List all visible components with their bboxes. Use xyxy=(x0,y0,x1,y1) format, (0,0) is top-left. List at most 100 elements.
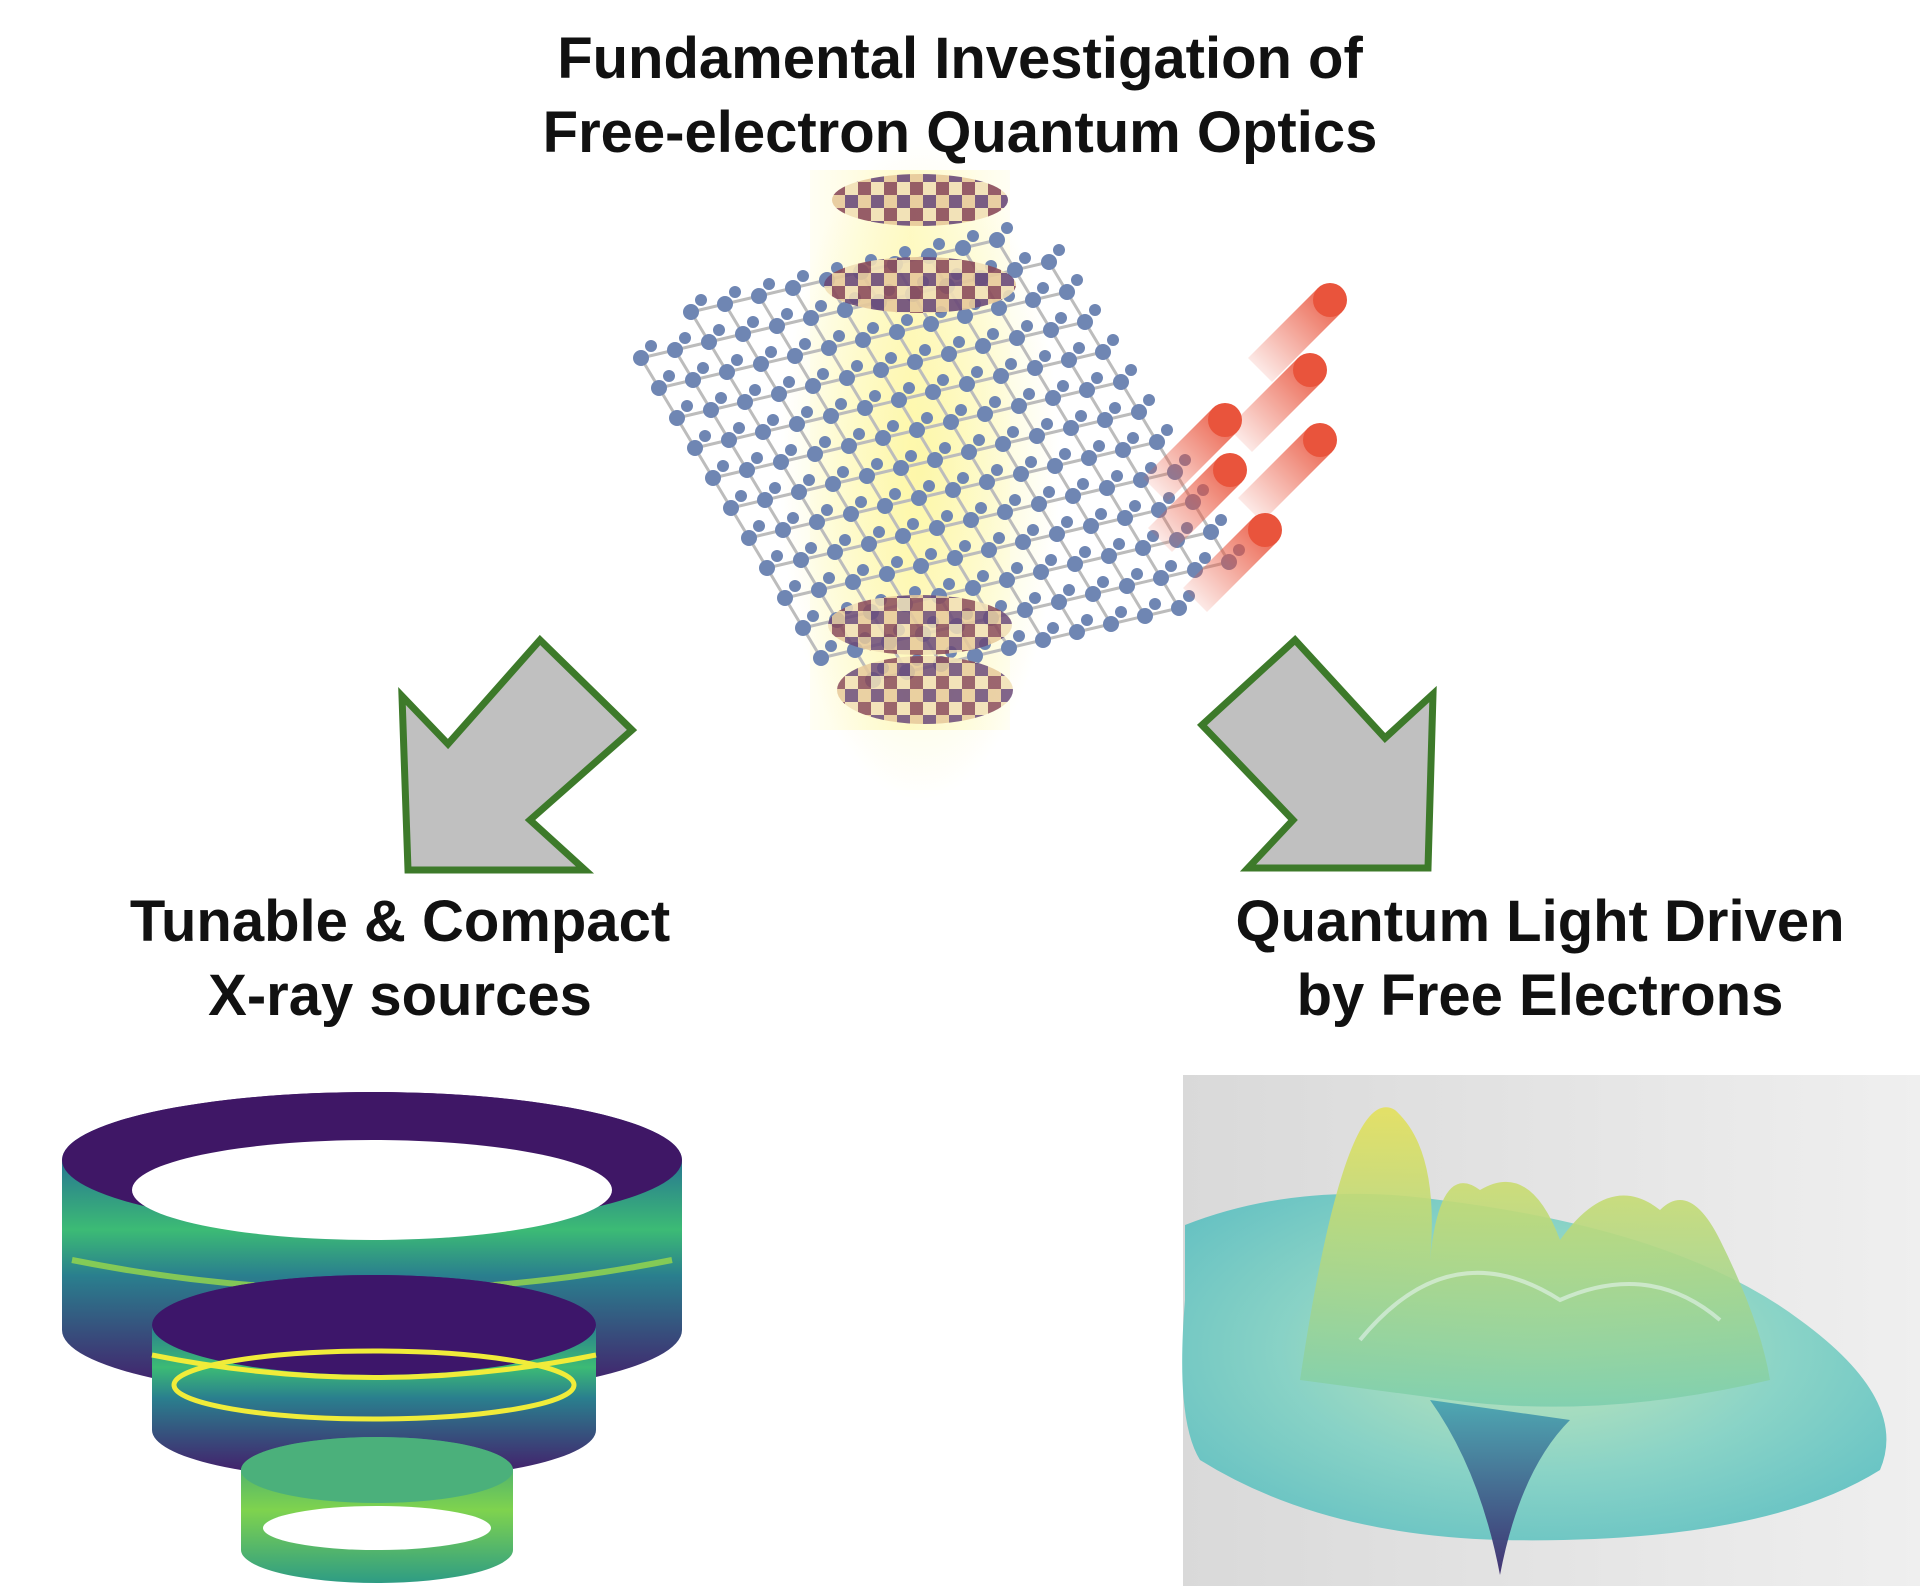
lattice-atom xyxy=(887,420,899,432)
lattice-atom xyxy=(941,510,953,522)
left-arrow xyxy=(398,634,638,874)
lattice-atom xyxy=(941,346,957,362)
lattice-atom xyxy=(995,436,1011,452)
lattice-atom xyxy=(1011,562,1023,574)
lattice-atom xyxy=(957,308,973,324)
right-arrow xyxy=(1196,635,1437,872)
lattice-atom xyxy=(839,534,851,546)
lattice-atom xyxy=(903,382,915,394)
lattice-atom xyxy=(1061,352,1077,368)
lattice-atom xyxy=(695,294,707,306)
atomic-lattice xyxy=(633,222,1245,688)
lattice-atom xyxy=(833,330,845,342)
lattice-atom xyxy=(1095,344,1111,360)
lattice-atom xyxy=(843,506,859,522)
lattice-atom xyxy=(717,296,733,312)
lattice-atom xyxy=(781,308,793,320)
lattice-atom xyxy=(1043,486,1055,498)
lattice-atom xyxy=(801,406,813,418)
lattice-atom xyxy=(899,246,911,258)
lattice-atom xyxy=(751,452,763,464)
lattice-atom xyxy=(943,414,959,430)
lattice-atom xyxy=(889,324,905,340)
lattice-atom xyxy=(1017,602,1033,618)
lattice-atom xyxy=(1081,450,1097,466)
lattice-atom xyxy=(919,344,931,356)
lattice-atom xyxy=(875,430,891,446)
lattice-atom xyxy=(803,310,819,326)
wavefunction-disk-upper xyxy=(824,257,1016,313)
electron-head xyxy=(1313,283,1347,317)
lattice-atom xyxy=(1199,552,1211,564)
main-title-line2: Free-electron Quantum Optics xyxy=(542,99,1378,165)
lattice-atom xyxy=(1099,480,1115,496)
right-branch-line1: Quantum Light Driven xyxy=(1235,889,1845,954)
electron-head xyxy=(1208,403,1242,437)
lattice-atom xyxy=(735,326,751,342)
right-branch-title: Quantum Light Driven by Free Electrons xyxy=(1170,885,1910,1032)
lattice-atom xyxy=(925,384,941,400)
lattice-atom xyxy=(1039,350,1051,362)
lattice-atom xyxy=(763,278,775,290)
lattice-atom xyxy=(1069,624,1085,640)
lattice-atom xyxy=(1203,524,1219,540)
lattice-atom xyxy=(719,364,735,380)
lattice-atom xyxy=(685,372,701,388)
lattice-atom xyxy=(891,556,903,568)
lattice-atom xyxy=(1041,418,1053,430)
lattice-atom xyxy=(1049,526,1065,542)
lattice-atom xyxy=(989,232,1005,248)
electron-pulses xyxy=(1143,283,1347,612)
lattice-atom xyxy=(813,650,829,666)
crystal-illustration xyxy=(633,140,1347,800)
lattice-atom xyxy=(957,472,969,484)
lattice-atom xyxy=(1005,358,1017,370)
lattice-atom xyxy=(967,648,983,664)
lattice-atom xyxy=(803,474,815,486)
lattice-atom xyxy=(705,470,721,486)
lattice-atom xyxy=(893,460,909,476)
lattice-atom xyxy=(873,526,885,538)
medium-ring-glow-front xyxy=(151,1352,597,1380)
lattice-atom xyxy=(1057,380,1069,392)
lattice-atom xyxy=(807,446,823,462)
lattice-atom xyxy=(873,362,889,378)
lattice-atom xyxy=(1085,586,1101,602)
lattice-atom xyxy=(1093,440,1105,452)
lattice-atom xyxy=(1073,342,1085,354)
lattice-atom xyxy=(861,536,877,552)
electron-head xyxy=(1213,453,1247,487)
lattice-atom xyxy=(1077,478,1089,490)
lattice-atom xyxy=(857,564,869,576)
lattice-atom xyxy=(907,518,919,530)
lattice-atom xyxy=(1007,426,1019,438)
lattice-atom xyxy=(1007,262,1023,278)
lattice-atom xyxy=(789,416,805,432)
lattice-atom xyxy=(823,572,835,584)
lattice-atom xyxy=(1025,292,1041,308)
lattice-atom xyxy=(741,530,757,546)
lattice-atom xyxy=(835,398,847,410)
lattice-atom xyxy=(945,482,961,498)
lattice-atom xyxy=(1055,312,1067,324)
lattice-atom xyxy=(697,362,709,374)
lattice-atom xyxy=(1135,540,1151,556)
lattice-atom xyxy=(703,402,719,418)
lattice-atom xyxy=(955,240,971,256)
lattice-atom xyxy=(1097,576,1109,588)
lattice-atom xyxy=(827,544,843,560)
surface-highlight xyxy=(1358,1270,1722,1342)
lattice-atom xyxy=(1101,548,1117,564)
electron-head xyxy=(1293,353,1327,387)
lattice-atom xyxy=(929,520,945,536)
lattice-atom xyxy=(955,404,967,416)
lattice-atom xyxy=(987,328,999,340)
lattice-atom xyxy=(739,462,755,478)
lattice-atom xyxy=(1009,330,1025,346)
lattice-atom xyxy=(1079,546,1091,558)
lattice-atom xyxy=(821,504,833,516)
lattice-atom xyxy=(953,336,965,348)
lattice-atom xyxy=(1045,554,1057,566)
lattice-atom xyxy=(1067,556,1083,572)
